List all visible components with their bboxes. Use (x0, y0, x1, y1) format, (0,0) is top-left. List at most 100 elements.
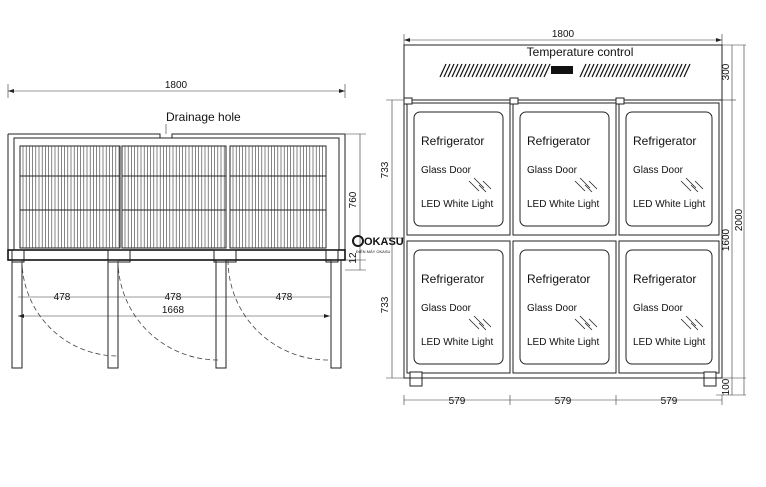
mid-post-2 (215, 259, 227, 369)
door-light-label: LED White Light (633, 199, 705, 210)
door-section-height: 1600 (721, 228, 732, 251)
logo-text: OKASU (364, 236, 404, 248)
vent-slat (511, 63, 519, 78)
drainage-hole-label: Drainage hole (166, 110, 241, 124)
shelf-width-3: 478 (276, 292, 293, 303)
cabinet-back-edge (8, 133, 345, 139)
vent-slat (543, 63, 551, 78)
glass-mark (574, 180, 586, 192)
col-width-3: 579 (661, 396, 678, 407)
col-width-1: 579 (449, 396, 466, 407)
door-glass (625, 111, 713, 227)
temperature-display (551, 66, 573, 74)
row-height-1: 733 (380, 161, 391, 178)
vent-slat (611, 63, 619, 78)
door-title: Refrigerator (633, 272, 696, 286)
door-title: Refrigerator (421, 272, 484, 286)
right-post (330, 259, 342, 369)
vent-slat (483, 63, 491, 78)
door-glass (519, 249, 610, 365)
glass-mark (690, 184, 699, 193)
glass-mark (588, 180, 598, 190)
vent-slat (527, 63, 535, 78)
glass-mark (685, 315, 697, 327)
vent-slat (447, 63, 455, 78)
door-light-label: LED White Light (633, 337, 705, 348)
fv-width-label: 1800 (552, 29, 575, 40)
door-frame (512, 240, 617, 374)
vent-grilles (439, 63, 691, 78)
vent-slat (439, 63, 447, 78)
vent-slat (587, 63, 595, 78)
door-hinge (403, 97, 413, 105)
shelf-width-1: 478 (54, 292, 71, 303)
wire-racks (19, 145, 327, 249)
glass-mark (680, 180, 692, 192)
vent-slat (679, 63, 687, 78)
vent-slat (487, 63, 495, 78)
vent-slat (495, 63, 503, 78)
vent-slat (463, 63, 471, 78)
vent-slat (503, 63, 511, 78)
temperature-control-label: Temperature control (527, 45, 634, 59)
door-light-label: LED White Light (421, 199, 493, 210)
door-glass (519, 111, 610, 227)
vent-slat (599, 63, 607, 78)
foot-height: 100 (721, 378, 732, 395)
hinge-1 (107, 249, 131, 263)
arrow-right (339, 89, 345, 93)
hinge-left (11, 249, 25, 263)
foot-right (703, 371, 717, 387)
glass-mark (690, 322, 699, 331)
glass-mark (579, 315, 591, 327)
vent-slat (683, 63, 691, 78)
vent-slat (671, 63, 679, 78)
mid-post-1 (107, 259, 119, 369)
door-glass (413, 111, 504, 227)
door-glass-label: Glass Door (421, 303, 472, 314)
door-title: Refrigerator (527, 272, 590, 286)
door-frame (618, 240, 720, 374)
rack-2 (121, 145, 227, 249)
depth-label: 760 (348, 191, 359, 208)
logo-subtext: ĐIỆN MÁY OKASU (356, 249, 390, 254)
glass-mark (468, 318, 480, 330)
vent-slat (471, 63, 479, 78)
glass-mark (468, 180, 480, 192)
vent-slat (659, 63, 667, 78)
glass-mark (482, 180, 492, 190)
vent-slat (651, 63, 659, 78)
top-panel-height: 300 (721, 63, 732, 80)
vent-slat (459, 63, 467, 78)
front-frame (7, 249, 346, 261)
glass-mark (478, 322, 487, 331)
vent-slat (643, 63, 651, 78)
glass-mark (680, 318, 692, 330)
door-frame (512, 102, 617, 236)
vent-slat (591, 63, 599, 78)
door-swing-3 (227, 259, 329, 361)
vent-slat (579, 63, 587, 78)
glass-mark (685, 177, 697, 189)
fv-arrow-left (404, 38, 410, 42)
glass-mark (694, 318, 704, 328)
vent-slat (455, 63, 463, 78)
left-post (11, 259, 23, 369)
door-title: Refrigerator (527, 134, 590, 148)
vent-slat (655, 63, 663, 78)
total-height: 2000 (734, 208, 745, 231)
vent-slat (663, 63, 671, 78)
door-swing-2 (117, 259, 219, 361)
glass-mark (694, 180, 704, 190)
door-glass-label: Glass Door (421, 165, 472, 176)
glass-mark (473, 315, 485, 327)
vent-slat (523, 63, 531, 78)
